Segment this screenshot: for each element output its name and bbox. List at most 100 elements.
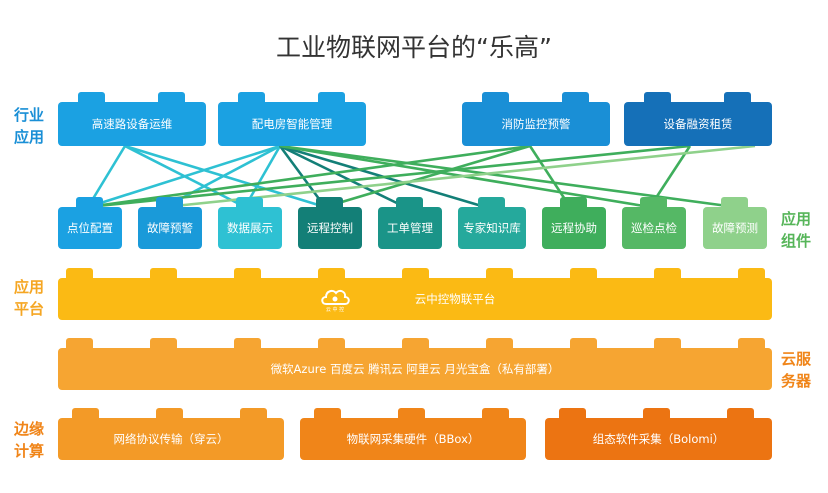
component-brick: 故障预测	[703, 197, 767, 249]
component-brick: 专家知识库	[458, 197, 526, 249]
brick-stud	[66, 268, 93, 280]
brick-stud	[727, 408, 754, 420]
brick-label: 远程控制	[307, 221, 353, 235]
brick-stud	[318, 268, 345, 280]
brick-stud	[156, 408, 183, 420]
brick-stud	[721, 197, 748, 209]
brick-stud	[402, 338, 429, 350]
brick-stud	[150, 268, 177, 280]
brick-stud	[562, 92, 589, 104]
brick-stud	[640, 197, 667, 209]
brick-stud	[78, 92, 105, 104]
side-label-line: 计算	[14, 442, 45, 460]
brick-stud	[318, 92, 345, 104]
brick-label: 远程协助	[551, 221, 597, 235]
brick-label: 专家知识库	[463, 221, 521, 235]
brick-stud	[236, 197, 263, 209]
side-label-line: 务器	[781, 372, 812, 390]
side-label-cloud-servers: 云服 务器	[781, 348, 811, 392]
platform-brick: 云中控物联平台	[58, 268, 772, 320]
brick-stud	[318, 338, 345, 350]
brick-stud	[72, 408, 99, 420]
side-label-line: 应用	[14, 278, 45, 296]
side-label-industry-app: 行业 应用	[14, 104, 44, 148]
brick-stud	[738, 268, 765, 280]
diagram-title: 工业物联网平台的“乐高”	[276, 33, 552, 62]
edge-brick: 网络协议传输（穿云）	[58, 408, 284, 460]
component-brick: 数据展示	[218, 197, 282, 249]
brick-label: 物联网采集硬件（BBox）	[346, 432, 480, 446]
side-label-edge-computing: 边缘 计算	[14, 418, 44, 462]
brick-stud	[724, 92, 751, 104]
component-brick: 故障预警	[138, 197, 202, 249]
brick-stud	[316, 197, 343, 209]
brick-stud	[66, 338, 93, 350]
link-line	[87, 144, 531, 209]
brick-stud	[238, 92, 265, 104]
brick-stud	[234, 338, 261, 350]
brick-stud	[76, 197, 103, 209]
component-brick: 巡检点检	[622, 197, 686, 249]
brick-label: 消防监控预警	[501, 117, 571, 131]
industry-app-brick: 设备融资租赁	[624, 92, 772, 146]
cloud-logo-text: 云 中 控	[325, 307, 345, 313]
side-label-line: 应用	[14, 128, 45, 146]
brick-stud	[644, 92, 671, 104]
cloud-servers-label: 微软Azure 百度云 腾讯云 阿里云 月光宝盒（私有部署）	[270, 362, 560, 376]
brick-stud	[570, 268, 597, 280]
brick-stud	[482, 408, 509, 420]
component-brick: 点位配置	[58, 197, 122, 249]
brick-label: 设备融资租赁	[663, 117, 733, 131]
brick-stud	[559, 408, 586, 420]
brick-label: 工单管理	[387, 221, 433, 235]
brick-stud	[398, 408, 425, 420]
brick-label: 故障预测	[712, 221, 758, 235]
brick-label: 高速路设备运维	[91, 117, 173, 131]
brick-stud	[402, 268, 429, 280]
brick-stud	[570, 338, 597, 350]
brick-stud	[234, 268, 261, 280]
industry-app-brick: 配电房智能管理	[218, 92, 366, 146]
link-line	[124, 144, 326, 209]
industry-app-brick: 高速路设备运维	[58, 92, 206, 146]
industry-app-brick: 消防监控预警	[462, 92, 610, 146]
brick-stud	[150, 338, 177, 350]
link-line	[279, 144, 486, 209]
side-label-app-components: 应用 组件	[781, 208, 811, 252]
side-label-line: 平台	[14, 300, 45, 318]
component-brick: 远程协助	[542, 197, 606, 249]
brick-stud	[156, 197, 183, 209]
platform-label: 云中控物联平台	[414, 292, 496, 306]
brick-label: 网络协议传输（穿云）	[113, 432, 229, 446]
brick-stud	[486, 268, 513, 280]
brick-label: 组态软件采集（Bolomi）	[592, 432, 725, 446]
brick-label: 故障预警	[147, 221, 193, 235]
brick-stud	[482, 92, 509, 104]
side-label-line: 边缘	[14, 420, 45, 438]
side-label-line: 组件	[781, 232, 812, 250]
brick-label: 数据展示	[227, 221, 273, 235]
brick-label: 点位配置	[67, 221, 113, 235]
edge-brick: 组态软件采集（Bolomi）	[545, 408, 772, 460]
brick-stud	[486, 338, 513, 350]
brick-stud	[654, 268, 681, 280]
brick-stud	[654, 338, 681, 350]
side-label-line: 云服	[781, 350, 812, 368]
edge-brick: 物联网采集硬件（BBox）	[300, 408, 526, 460]
side-label-line: 应用	[781, 210, 812, 228]
brick-stud	[478, 197, 505, 209]
brick-stud	[560, 197, 587, 209]
brick-label: 巡检点检	[631, 221, 677, 235]
brick-stud	[240, 408, 267, 420]
side-label-app-platform: 应用 平台	[14, 276, 44, 320]
link-line	[124, 144, 246, 209]
cloud-servers-brick: 微软Azure 百度云 腾讯云 阿里云 月光宝盒（私有部署）	[58, 338, 772, 390]
brick-stud	[314, 408, 341, 420]
component-brick: 工单管理	[378, 197, 442, 249]
side-label-line: 行业	[14, 106, 45, 124]
cloud-logo-icon: 云 中 控	[318, 284, 352, 314]
brick-label: 配电房智能管理	[251, 117, 333, 131]
brick-stud	[396, 197, 423, 209]
component-brick: 远程控制	[298, 197, 362, 249]
brick-stud	[158, 92, 185, 104]
